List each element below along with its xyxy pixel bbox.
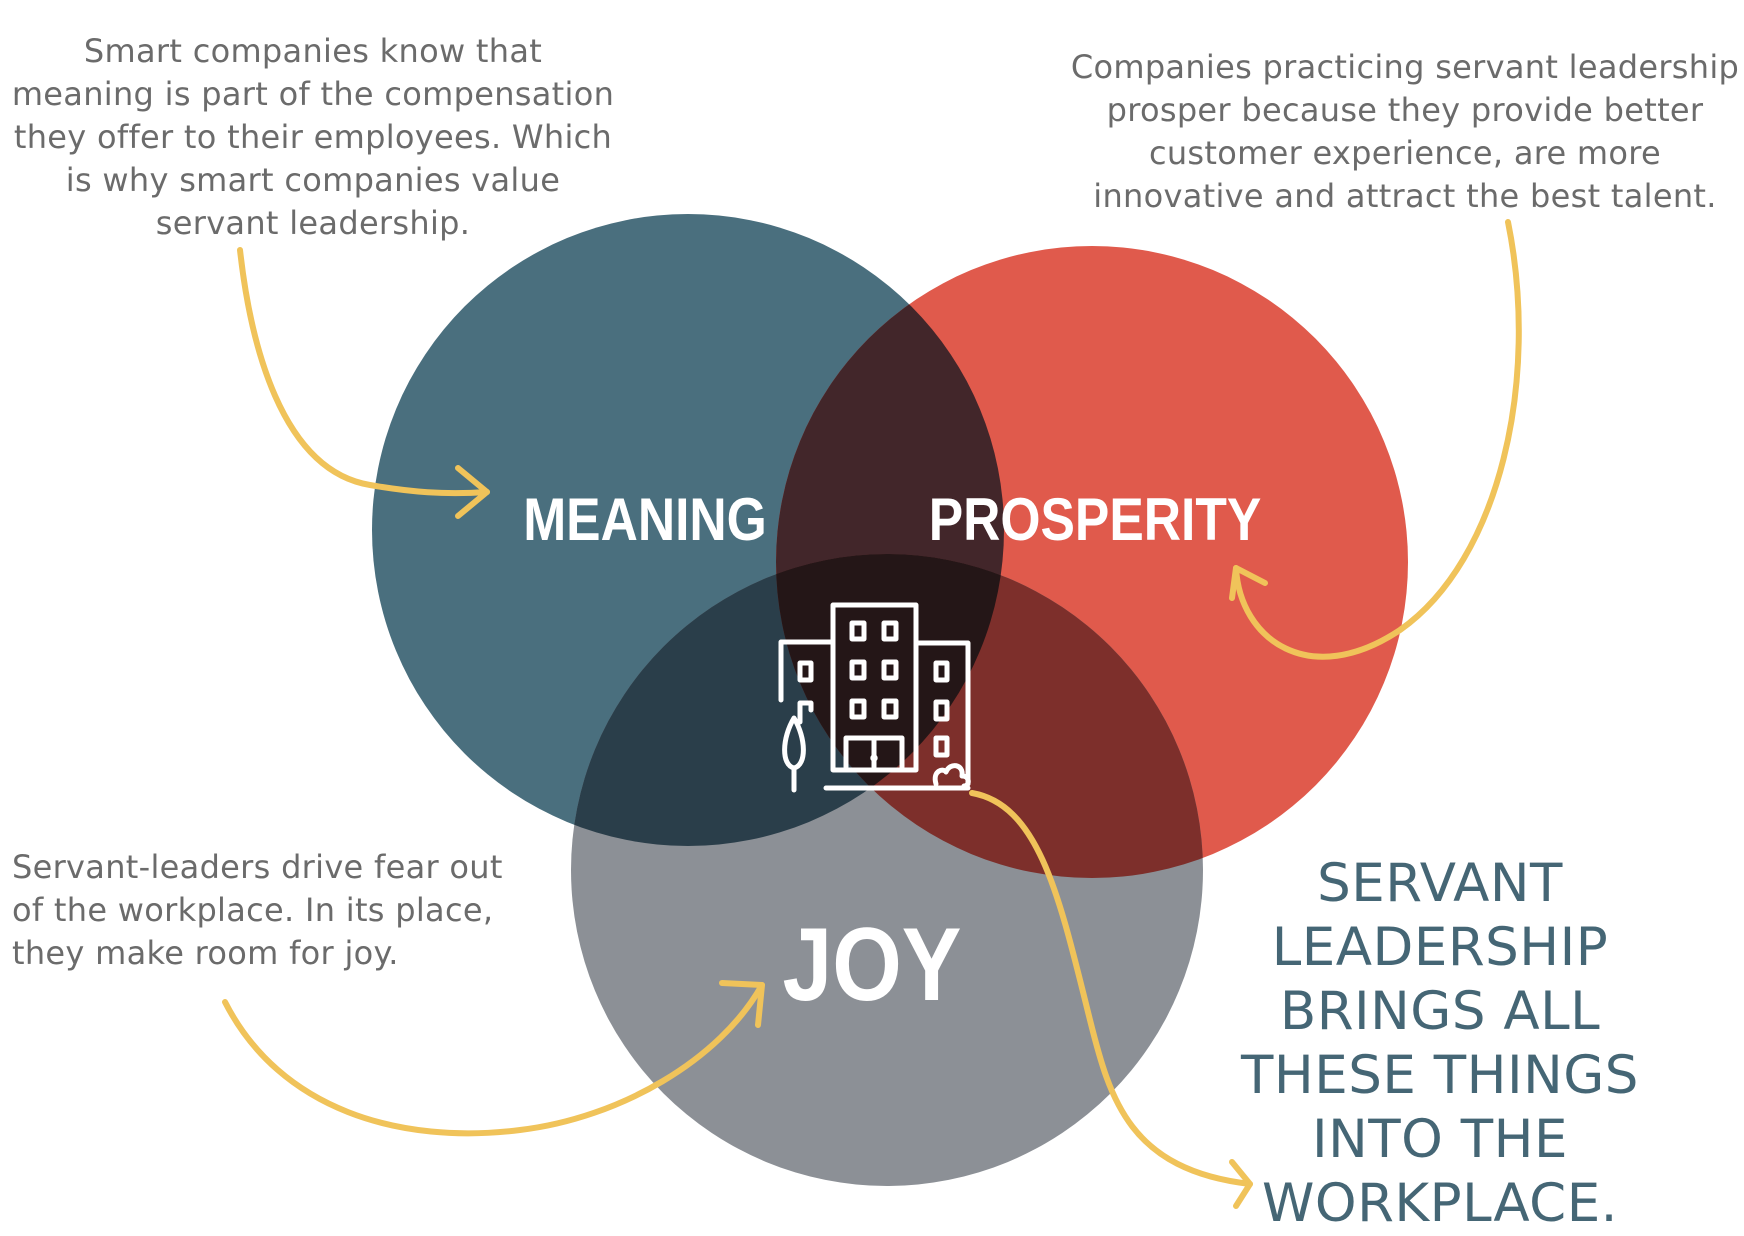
meaning-joy-overlap <box>571 554 1004 846</box>
prosperity-note: Companies practicing servant leadership … <box>1070 48 1740 215</box>
arrow-to-prosperity <box>1233 219 1522 660</box>
prosperity-label: PROSPERITY <box>929 485 1261 553</box>
arrows <box>222 219 1522 1209</box>
arrow-to-tagline <box>969 790 1253 1187</box>
arrow-to-meaning <box>237 247 490 497</box>
arrow-to-joy <box>222 982 765 1137</box>
arrow-to-tagline-head <box>1229 1159 1253 1209</box>
meaning-label: MEANING <box>523 485 767 553</box>
tagline: SERVANT LEADERSHIP BRINGS ALL THESE THIN… <box>1241 853 1639 1234</box>
meaning-note: Smart companies know that meaning is par… <box>11 32 615 242</box>
joy-note: Servant-leaders drive fear out of the wo… <box>12 848 503 972</box>
office-building-icon <box>778 602 971 793</box>
arrow-to-joy-head <box>719 980 765 1028</box>
joy-label: JOY <box>783 906 962 1023</box>
arrow-to-prosperity-head <box>1229 565 1268 601</box>
arrow-to-meaning-head <box>455 465 490 519</box>
